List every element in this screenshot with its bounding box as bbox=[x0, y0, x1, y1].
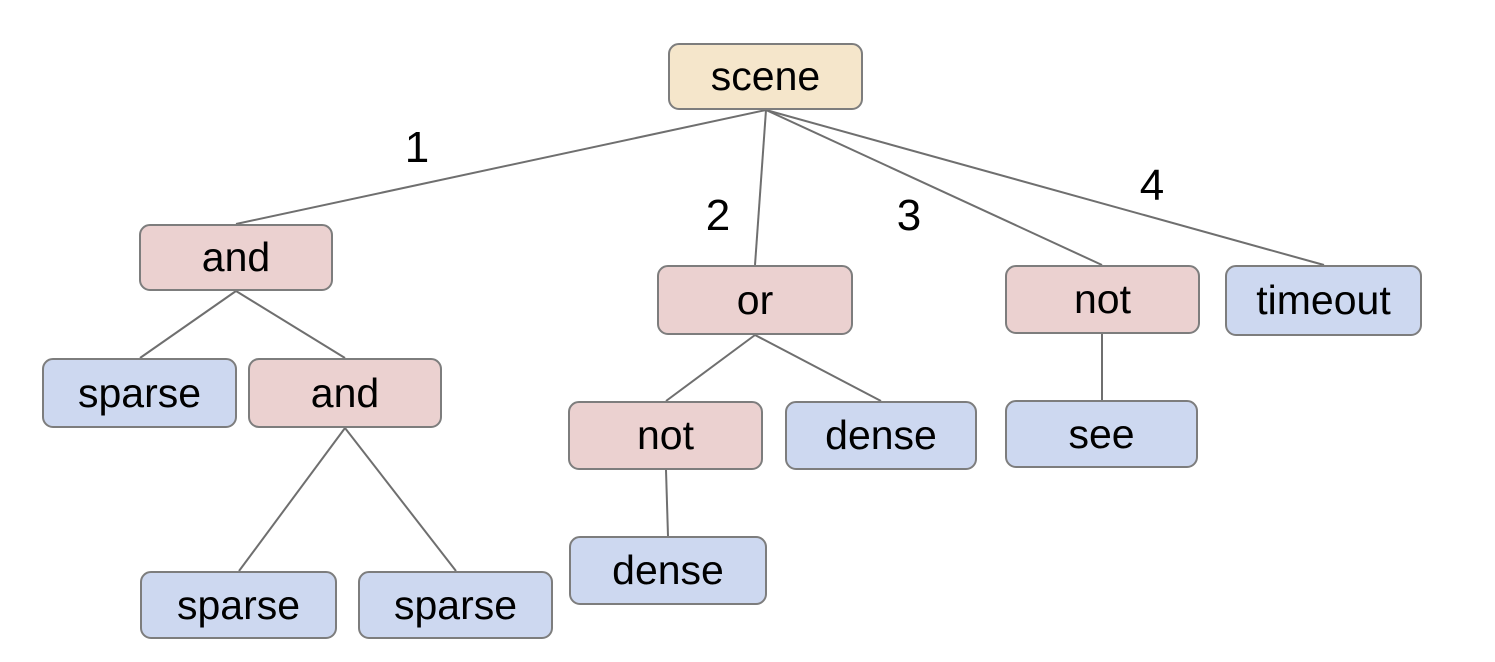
edge-label-3: 3 bbox=[896, 191, 922, 240]
edge-and2-sparse bbox=[238, 427, 346, 572]
node-not-2-label: not bbox=[637, 412, 694, 458]
node-sparse-2: sparse bbox=[140, 571, 337, 639]
edge-or-dense bbox=[754, 334, 882, 402]
edge-or-not bbox=[665, 334, 756, 402]
node-sparse-1: sparse bbox=[42, 358, 237, 428]
node-timeout-1-label: timeout bbox=[1256, 277, 1391, 323]
node-sparse-2-label: sparse bbox=[176, 581, 301, 628]
node-and-2: and bbox=[248, 358, 442, 428]
node-and-2-label: and bbox=[310, 369, 380, 416]
node-not-1: not bbox=[1005, 265, 1200, 334]
edge-scene-timeout bbox=[765, 109, 1325, 266]
node-scene-label: scene bbox=[710, 53, 821, 99]
node-or-1: or bbox=[657, 265, 853, 335]
edge-scene-or bbox=[754, 109, 767, 266]
node-see-1: see bbox=[1005, 400, 1198, 468]
edge-label-4: 4 bbox=[1139, 161, 1165, 210]
node-scene: scene bbox=[668, 43, 863, 110]
node-dense-1: dense bbox=[785, 401, 977, 470]
node-dense-2: dense bbox=[569, 536, 767, 605]
node-sparse-1-label: sparse bbox=[77, 369, 202, 416]
edge-not2-dense bbox=[665, 469, 669, 537]
node-see-1-label: see bbox=[1068, 410, 1135, 457]
node-sparse-3: sparse bbox=[358, 571, 553, 639]
edge-label-1: 1 bbox=[404, 123, 430, 172]
node-sparse-3-label: sparse bbox=[393, 581, 518, 628]
node-timeout-1: timeout bbox=[1225, 265, 1422, 336]
edge-and-and bbox=[235, 290, 346, 359]
node-and-1-label: and bbox=[201, 234, 271, 280]
node-dense-2-label: dense bbox=[612, 547, 724, 593]
edge-scene-not bbox=[765, 109, 1103, 266]
node-or-1-label: or bbox=[736, 276, 774, 323]
node-and-1: and bbox=[139, 224, 333, 291]
node-dense-1-label: dense bbox=[825, 412, 937, 458]
edge-label-2: 2 bbox=[705, 191, 731, 240]
node-not-1-label: not bbox=[1074, 276, 1131, 322]
edge-scene-and bbox=[235, 109, 767, 225]
edge-and-sparse bbox=[139, 290, 237, 359]
node-not-2: not bbox=[568, 401, 763, 470]
edge-and2-sparse2 bbox=[344, 427, 457, 572]
